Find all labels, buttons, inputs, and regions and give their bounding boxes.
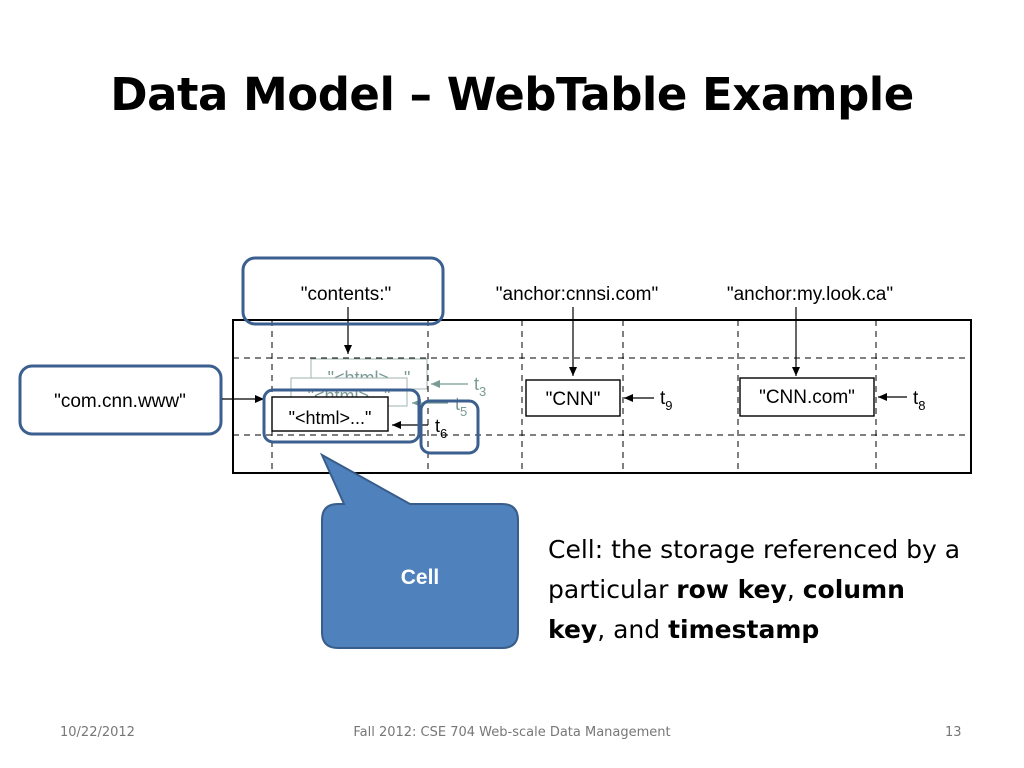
- column-key-term: column key: [548, 575, 905, 644]
- column-header-anchor-mylook: "anchor:my.look.ca": [727, 284, 893, 305]
- cell-version-t6: [271, 396, 389, 432]
- cell-description: Cell: the storage referenced by a partic…: [548, 530, 968, 650]
- cell-callout-label: Cell: [401, 566, 440, 589]
- timestamp-t6: t6: [435, 416, 447, 441]
- cell-anchor-mylook-text: "CNN.com": [759, 387, 855, 408]
- cell-highlight: [262, 388, 421, 444]
- cell-callout: [319, 452, 519, 649]
- cell-anchor-cnnsi-text: "CNN": [546, 389, 601, 410]
- description-text: Cell: the storage referenced by a partic…: [548, 535, 961, 604]
- timestamp-term: timestamp: [668, 615, 820, 644]
- cell-anchor-mylook: [739, 377, 875, 417]
- table-grid: [233, 320, 971, 473]
- timestamp-t9: t9: [660, 388, 673, 413]
- timestamp-t8: t8: [913, 388, 926, 413]
- footer-course: Fall 2012: CSE 704 Web-scale Data Manage…: [353, 725, 671, 740]
- column-key-highlight: [241, 256, 445, 326]
- row-key-highlight: [18, 364, 223, 436]
- footer-date: 10/22/2012: [60, 725, 135, 740]
- column-header-anchor-cnnsi: "anchor:cnnsi.com": [496, 284, 658, 305]
- timestamp-t5: t5: [455, 394, 467, 419]
- row-key-label: "com.cnn.www": [54, 391, 186, 412]
- description-separator-1: ,: [786, 575, 803, 604]
- row-key-term: row key: [676, 575, 787, 604]
- cell-version-t6-text: "<html>...": [289, 408, 372, 428]
- table-border: [232, 319, 972, 474]
- timestamp-highlight: [419, 399, 480, 455]
- timestamp-t3: t3: [474, 374, 486, 399]
- cell-anchor-cnnsi: [525, 379, 621, 417]
- footer-page-number: 13: [945, 725, 962, 740]
- slide-title: Data Model – WebTable Example: [110, 68, 914, 121]
- column-header-contents: "contents:": [301, 284, 392, 305]
- description-separator-2: , and: [597, 615, 669, 644]
